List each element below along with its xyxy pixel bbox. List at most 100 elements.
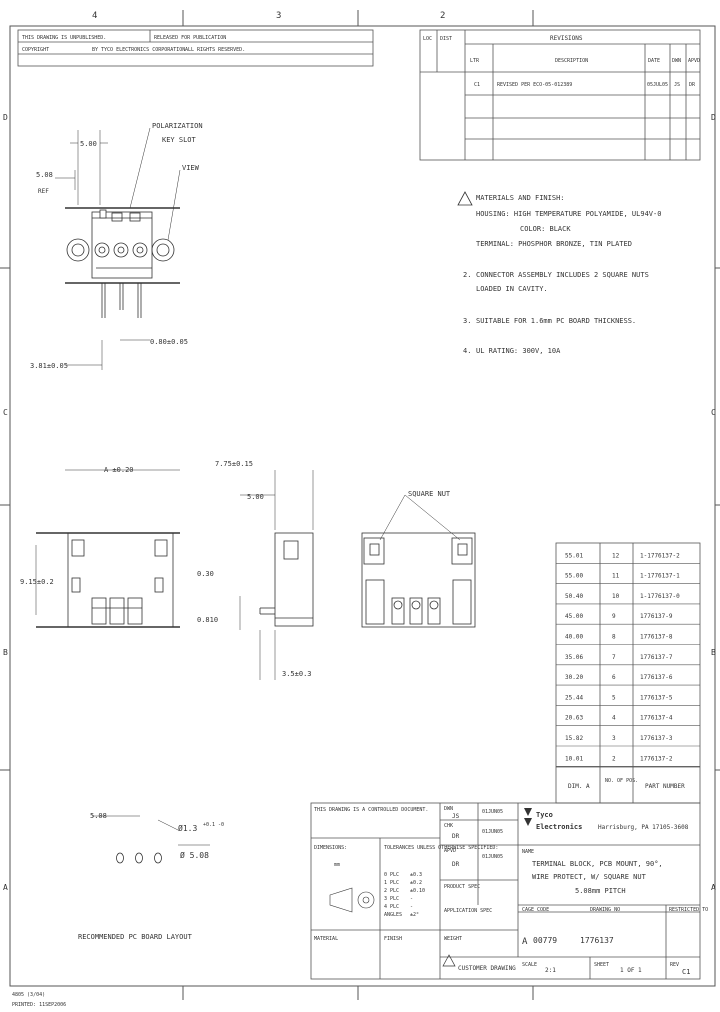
part-row-part-number: 1-1776137-2 bbox=[640, 552, 680, 559]
part-row-part-number: 1776137-9 bbox=[640, 613, 673, 620]
rev-row-desc: REVISED PER ECO-05-012389 bbox=[497, 82, 572, 88]
part-header-pn: PART NUMBER bbox=[645, 783, 685, 790]
back-view bbox=[361, 494, 476, 628]
tb-company-loc: Harrisburg, PA 17105-3608 bbox=[598, 824, 689, 831]
square-nut-label: SQUARE NUT bbox=[408, 490, 451, 498]
part-row-positions: 6 bbox=[612, 674, 616, 681]
tb-appvd-name: DR bbox=[452, 861, 460, 868]
sheet-border bbox=[9, 25, 716, 987]
part-row-positions: 10 bbox=[612, 593, 620, 600]
rev-desc-header: DESCRIPTION bbox=[555, 58, 588, 64]
tb-tol-v1: ±0.2 bbox=[410, 880, 422, 886]
customer-drawing-warning-icon bbox=[442, 954, 456, 967]
customer-drawing-label: CUSTOMER DRAWING bbox=[458, 965, 516, 972]
layout-pitch: 5.08 bbox=[90, 812, 107, 820]
tb-tol-0: 0 PLC bbox=[384, 872, 399, 878]
part-row-positions: 7 bbox=[612, 654, 616, 661]
tb-tol-1: 1 PLC bbox=[384, 880, 399, 886]
tb-product-spec: PRODUCT SPEC bbox=[444, 884, 480, 890]
top-view bbox=[55, 127, 181, 370]
part-row-part-number: 1776137-6 bbox=[640, 674, 673, 681]
tb-tol-ang: ANGLES bbox=[384, 912, 402, 918]
note-2-number: 2. bbox=[463, 271, 471, 279]
strip-unpublished: THIS DRAWING IS UNPUBLISHED. bbox=[22, 35, 106, 41]
tb-chk-date: 01JUN05 bbox=[482, 829, 503, 835]
polarization-label: POLARIZATION bbox=[152, 122, 203, 130]
part-row-part-number: 1776137-3 bbox=[640, 735, 673, 742]
tb-tol-va: ±2° bbox=[410, 912, 419, 918]
tb-mm: mm bbox=[334, 862, 340, 868]
part-row-dim-a: 45.00 bbox=[565, 613, 583, 620]
part-row-dim-a: 20.63 bbox=[565, 715, 583, 722]
dim-overall-height: 7.75±0.15 bbox=[215, 460, 253, 468]
tb-tol-v0: ±0.3 bbox=[410, 872, 422, 878]
dim-top-height: 5.00 bbox=[247, 493, 264, 501]
part-row-positions: 12 bbox=[612, 552, 620, 559]
part-header-pos: NO. OF POS. bbox=[605, 778, 638, 784]
tb-name-label: NAME bbox=[522, 849, 534, 855]
dim-side-s2: 0.810 bbox=[197, 616, 218, 624]
part-row-positions: 2 bbox=[612, 755, 616, 762]
part-row-part-number: 1776137-4 bbox=[640, 715, 673, 722]
note-3: SUITABLE FOR 1.6mm PC BOARD THICKNESS. bbox=[476, 317, 636, 325]
revision-block bbox=[419, 29, 701, 161]
board-layout-label: RECOMMENDED PC BOARD LAYOUT bbox=[78, 933, 193, 941]
tb-dwn-date: 01JUN05 bbox=[482, 809, 503, 815]
zone-row-a-right: A bbox=[711, 883, 716, 892]
warning-triangle-icon bbox=[457, 191, 473, 206]
tb-product-title-2: WIRE PROTECT, W/ SQUARE NUT bbox=[532, 873, 647, 881]
tb-material: MATERIAL bbox=[314, 936, 338, 942]
part-row-part-number: 1776137-2 bbox=[640, 755, 673, 762]
tb-rev: C1 bbox=[682, 968, 690, 976]
part-row-positions: 8 bbox=[612, 634, 616, 641]
tb-restricted: RESTRICTED TO bbox=[669, 907, 708, 913]
tb-chk-name: DR bbox=[452, 833, 460, 840]
tb-company-2: Electronics bbox=[536, 823, 582, 831]
view-label: VIEW bbox=[182, 164, 200, 172]
zone-row-c-right: C bbox=[711, 408, 716, 417]
tb-product-title-3: 5.08mm PITCH bbox=[575, 887, 626, 895]
tb-weight: WEIGHT bbox=[444, 936, 462, 942]
part-row-positions: 11 bbox=[612, 573, 620, 580]
part-row-part-number: 1-1776137-0 bbox=[640, 593, 680, 600]
rev-row-apvd: DR bbox=[689, 82, 696, 88]
tb-company-1: Tyco bbox=[536, 811, 553, 819]
rev-date-header: DATE bbox=[648, 58, 660, 64]
note-2b: LOADED IN CAVITY. bbox=[476, 285, 548, 293]
rev-ltr-header: LTR bbox=[470, 58, 480, 64]
rev-row-date: 05JUL05 bbox=[647, 82, 668, 88]
part-row-part-number: 1-1776137-1 bbox=[640, 573, 680, 580]
part-row-dim-a: 35.06 bbox=[565, 654, 583, 661]
tb-tol-4: 4 PLC bbox=[384, 904, 399, 910]
part-row-positions: 3 bbox=[612, 735, 616, 742]
part-row-part-number: 1776137-5 bbox=[640, 694, 673, 701]
tb-sheet: 1 OF 1 bbox=[620, 967, 642, 974]
tb-tol-v4: - bbox=[410, 904, 413, 910]
part-row-positions: 9 bbox=[612, 613, 616, 620]
tb-scale-label: SCALE bbox=[522, 962, 537, 968]
dim-pin-sq: 0.80±0.05 bbox=[150, 338, 188, 346]
zone-row-d-left: D bbox=[3, 113, 8, 122]
rev-loc-header: LOC bbox=[423, 36, 432, 42]
part-row-positions: 4 bbox=[612, 715, 616, 722]
tb-dwn-name: JS bbox=[452, 813, 460, 820]
dim-side-s1: 0.30 bbox=[197, 570, 214, 578]
part-row-dim-a: 15.82 bbox=[565, 735, 583, 742]
zone-row-b-left: B bbox=[3, 648, 8, 657]
tb-drawing-no: 1776137 bbox=[580, 936, 614, 945]
publication-strip bbox=[17, 29, 374, 67]
note-3-number: 3. bbox=[463, 317, 471, 325]
pcb-layout bbox=[92, 815, 210, 864]
strip-copyright: COPYRIGHT bbox=[22, 47, 49, 53]
note-2: CONNECTOR ASSEMBLY INCLUDES 2 SQUARE NUT… bbox=[476, 271, 649, 279]
tb-drawing-no-label: DRAWING NO bbox=[590, 907, 620, 913]
dim-side-height: 9.15±0.2 bbox=[20, 578, 54, 586]
tb-dims-note: DIMENSIONS: bbox=[314, 845, 347, 851]
side-view bbox=[239, 470, 314, 680]
zone-markers bbox=[0, 10, 720, 1000]
note-1-color: COLOR: BLACK bbox=[520, 225, 571, 233]
tb-tol-v3: - bbox=[410, 896, 413, 902]
rev-dwn-header: DWN bbox=[672, 58, 681, 64]
projection-symbol-icon bbox=[329, 887, 375, 913]
